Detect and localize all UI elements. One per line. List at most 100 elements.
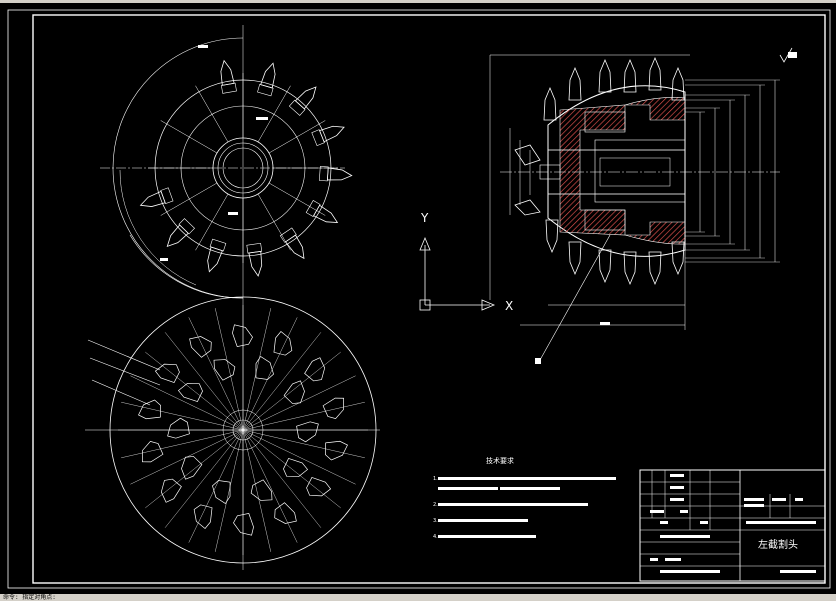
top-left-end-view xyxy=(100,25,353,299)
pick-holder xyxy=(246,242,263,254)
sheet-inner-border xyxy=(32,14,826,584)
pick-outline xyxy=(212,480,231,505)
spoke-line xyxy=(195,85,229,143)
pick-outline xyxy=(283,457,309,477)
spoke-line xyxy=(195,193,229,251)
command-status-bar: 命令: 指定对角点: xyxy=(0,594,836,601)
title-block-title: 左截割头 xyxy=(758,538,798,551)
window-top-edge xyxy=(0,0,836,3)
radial-line xyxy=(242,429,356,485)
pick-outline xyxy=(181,456,203,480)
cutting-pick xyxy=(648,56,662,91)
ucs-x-label: X xyxy=(505,299,513,313)
spoke-line xyxy=(160,120,218,154)
spoke-line xyxy=(268,120,326,154)
radial-line xyxy=(121,401,244,431)
pick-outline xyxy=(167,417,190,439)
cutting-pick xyxy=(623,58,637,93)
cutting-pick xyxy=(648,251,662,286)
radial-line xyxy=(145,351,244,431)
spoke-line xyxy=(268,182,326,216)
radial-line xyxy=(242,429,365,459)
dim-text xyxy=(198,45,208,48)
pick-outline xyxy=(325,440,348,461)
technical-requirements: 技术要求 1. 2. 3. 4. xyxy=(433,456,616,540)
side-section-view xyxy=(489,47,797,364)
spoke-line xyxy=(257,193,291,251)
radial-line xyxy=(188,317,244,431)
cutting-pick xyxy=(598,249,612,284)
roughness-mark xyxy=(788,52,797,58)
cutting-pick xyxy=(623,251,637,286)
tech-req-heading: 技术要求 xyxy=(486,456,514,465)
cutting-pick xyxy=(568,241,582,276)
pick-outline xyxy=(296,421,319,443)
pick-holder xyxy=(288,99,306,116)
radial-line xyxy=(242,332,322,431)
cutting-pick xyxy=(568,66,582,101)
pick-holder xyxy=(209,238,227,252)
radial-line xyxy=(214,429,244,552)
cutting-pick xyxy=(514,199,541,216)
dim-text xyxy=(228,212,238,215)
pick-holder xyxy=(178,218,195,235)
pick-outline xyxy=(306,477,332,497)
spoke-line xyxy=(257,85,291,143)
pick-outline xyxy=(141,440,164,463)
cutting-pick xyxy=(294,86,317,110)
pick-holder xyxy=(160,187,174,205)
cutting-pick xyxy=(671,241,685,276)
pick-outline xyxy=(322,397,345,420)
cutting-pick xyxy=(545,219,559,254)
cutting-pick xyxy=(543,86,557,121)
pick-outline xyxy=(273,330,293,356)
pick-outline xyxy=(274,502,297,524)
radial-line xyxy=(130,375,244,431)
radial-line xyxy=(242,308,272,431)
cutting-pick xyxy=(514,144,541,166)
pick-outline xyxy=(189,336,212,358)
ucs-y-label: Y xyxy=(420,211,429,225)
radial-line xyxy=(121,429,244,459)
pick-outline xyxy=(177,383,203,403)
radial-line xyxy=(242,429,322,528)
pick-outline xyxy=(232,324,253,347)
pick-holder xyxy=(319,166,329,182)
bottom-left-layout-view xyxy=(85,290,380,570)
pick-outline xyxy=(283,380,305,404)
spoke-line xyxy=(160,182,218,216)
radial-line xyxy=(188,429,244,543)
pick-holder xyxy=(305,200,321,217)
radial-line xyxy=(164,332,244,431)
pick-outline xyxy=(255,355,274,380)
pick-holder xyxy=(257,83,274,97)
pick-holder xyxy=(279,227,297,243)
radial-line xyxy=(214,308,244,431)
dim-text xyxy=(160,258,168,261)
radial-line xyxy=(242,429,272,552)
pick-outline xyxy=(233,513,254,536)
pick-outline xyxy=(213,359,236,381)
radial-line xyxy=(242,429,298,543)
pick-outline xyxy=(250,479,273,501)
tech-req-item-1: 1. xyxy=(433,476,438,482)
cutting-pick xyxy=(319,125,345,143)
cutting-pick xyxy=(598,58,612,93)
radial-line xyxy=(145,429,244,509)
radial-line xyxy=(242,351,341,431)
pick-outline xyxy=(138,399,161,420)
pick-outline xyxy=(154,363,180,383)
tech-req-item-4: 4. xyxy=(433,534,438,540)
pick-holder xyxy=(220,82,237,94)
dim-text xyxy=(600,322,610,325)
radial-line xyxy=(242,401,365,431)
pick-holder xyxy=(311,129,325,147)
ucs-icon: Y X xyxy=(419,211,513,313)
radial-line xyxy=(242,317,298,431)
tech-req-item-3: 3. xyxy=(433,518,438,524)
sheet-outer-border xyxy=(7,9,831,589)
pick-outline xyxy=(304,357,326,382)
title-block: 左截割头 xyxy=(639,469,826,582)
radial-line xyxy=(164,429,244,528)
